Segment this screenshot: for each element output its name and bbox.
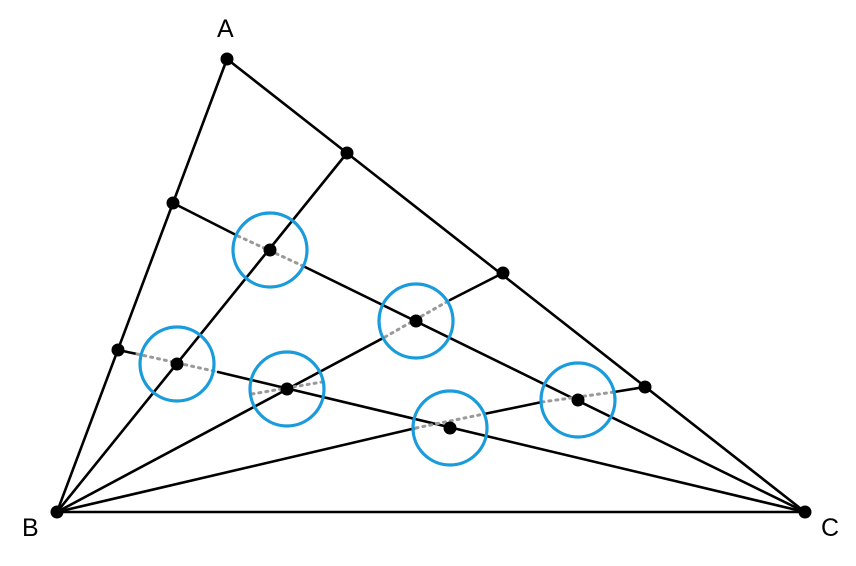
intersection-circle [231, 211, 309, 289]
intersection-circle [138, 325, 216, 403]
intersection-point [443, 421, 457, 435]
cevian-b-to-ac-3-seg1 [55, 426, 418, 514]
intersection-point [263, 243, 277, 257]
triangle-sides [55, 57, 807, 514]
side-ac [225, 57, 807, 514]
side-ab [55, 57, 229, 514]
cevian-c-to-ab-upper-seg1 [171, 201, 240, 238]
cevian-c-to-ab-upper-seg2 [301, 264, 807, 514]
intersection-circle [539, 361, 617, 439]
intersection-circle [411, 389, 489, 467]
points [50, 52, 812, 519]
cevian-c-to-ab-lower-seg2 [216, 370, 807, 514]
cevians-from-b [55, 151, 647, 514]
cevian-b-to-ac-1 [55, 151, 349, 514]
vertex-point-c [798, 505, 812, 519]
intersection-point [280, 382, 294, 396]
cevian-b-to-ac-3-seg2 [482, 400, 544, 416]
vertex-label-c: C [821, 514, 840, 542]
intersection-point [571, 393, 585, 407]
intersection-circles [138, 211, 617, 467]
point-on-ab [111, 343, 125, 357]
intersection-point [170, 357, 184, 371]
vertex-label-a: A [217, 15, 234, 43]
vertex-point-a [220, 52, 234, 66]
vertex-point-b [50, 505, 64, 519]
dotted-segment [414, 412, 486, 430]
cevians-from-c [116, 201, 807, 514]
intersection-circle [248, 350, 326, 428]
point-on-ac [638, 380, 652, 394]
point-on-ac [340, 146, 354, 160]
intersection-circle [377, 282, 455, 360]
intersection-point [409, 314, 423, 328]
point-on-ab [166, 196, 180, 210]
vertex-label-b: B [22, 514, 39, 542]
cevian-b-to-ac-2-seg2 [448, 271, 505, 302]
cevian-b-to-ac-2-seg1 [55, 335, 387, 514]
point-on-ac [496, 266, 510, 280]
